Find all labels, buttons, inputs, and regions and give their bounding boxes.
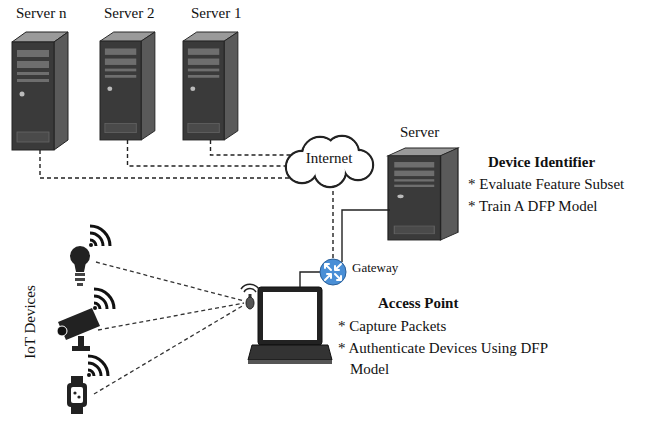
camera-icon bbox=[57, 289, 114, 351]
router-arrow bbox=[335, 264, 341, 270]
node-label: Internet bbox=[282, 148, 376, 169]
node-label: Server n bbox=[16, 3, 66, 24]
server-icon: ServerDevice Identifier* Evaluate Featur… bbox=[388, 148, 458, 240]
network-link bbox=[300, 272, 320, 287]
network-link bbox=[332, 184, 333, 259]
laptop-icon bbox=[241, 284, 332, 364]
server-icon: Server 2 bbox=[100, 32, 155, 140]
node-label: Access Point bbox=[378, 293, 458, 314]
server-icon bbox=[12, 32, 68, 150]
router-arrow bbox=[325, 274, 331, 280]
bulb-icon bbox=[70, 226, 110, 286]
node-label: Server 2 bbox=[104, 3, 154, 24]
router-shape bbox=[319, 258, 347, 286]
server-icon bbox=[183, 32, 238, 140]
server-icon: Server n bbox=[12, 32, 68, 150]
network-link bbox=[211, 140, 292, 155]
network-link bbox=[342, 210, 390, 262]
watch-icon bbox=[67, 356, 108, 414]
server-icon: Server 1 bbox=[183, 32, 238, 140]
node-label: Server 1 bbox=[191, 3, 241, 24]
network-link bbox=[128, 140, 288, 166]
network-link bbox=[40, 150, 290, 178]
server-icon bbox=[388, 148, 458, 240]
bullet-text: * Evaluate Feature Subset bbox=[468, 174, 624, 195]
group-label: IoT Devices bbox=[21, 285, 39, 358]
node-heading: Device Identifier bbox=[488, 152, 595, 173]
node-label: Gateway bbox=[352, 259, 398, 277]
node-heading: * Capture Packets bbox=[338, 316, 446, 337]
bullet-text: * Authenticate Devices Using DFP Model bbox=[338, 338, 560, 380]
router-arrow bbox=[325, 264, 331, 270]
access-point-laptop: Access Point* Capture Packets* Authentic… bbox=[238, 283, 332, 373]
wireless-link bbox=[94, 262, 244, 394]
node-label: Server bbox=[400, 122, 439, 143]
bullet-text: * Train A DFP Model bbox=[468, 196, 598, 217]
gateway-router: Gateway bbox=[319, 258, 347, 286]
router-arrow bbox=[335, 274, 341, 280]
router-body bbox=[320, 259, 346, 285]
internet-cloud: Internet bbox=[282, 133, 376, 187]
server-icon bbox=[100, 32, 155, 140]
